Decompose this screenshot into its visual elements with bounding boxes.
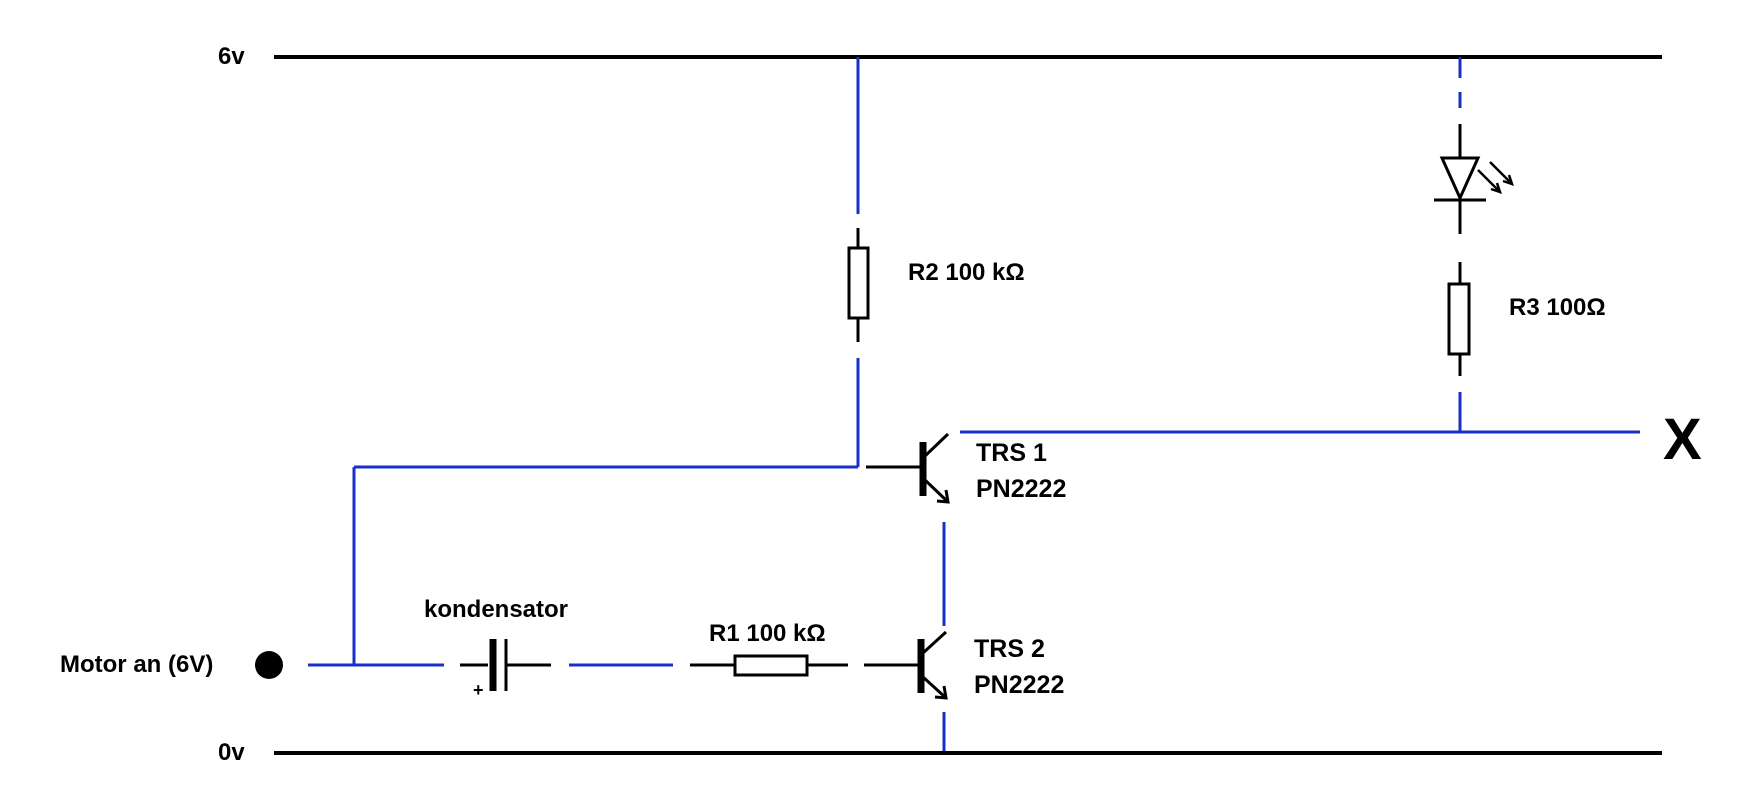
r3-label: R3 100Ω	[1509, 294, 1606, 321]
r3-resistor-symbol	[1447, 282, 1471, 356]
capacitor-polarity: +	[473, 680, 484, 700]
led-r3-branch	[1434, 57, 1514, 432]
trs1-part: PN2222	[976, 475, 1066, 503]
trs2-transistor-symbol	[917, 630, 948, 700]
trs1-transistor-symbol	[866, 432, 950, 504]
r1-label: R1 100 kΩ	[709, 620, 826, 647]
trs2-part: PN2222	[974, 671, 1064, 699]
filled-circle-terminal-icon[interactable]	[255, 651, 283, 679]
rail-0v-label: 0v	[218, 739, 245, 766]
r1-resistor-symbol	[733, 654, 809, 677]
trs2-name: TRS 2	[974, 635, 1045, 663]
r2-resistor-symbol	[847, 246, 870, 320]
r2-branch	[352, 57, 870, 665]
r2-label: R2 100 kΩ	[908, 259, 1025, 286]
capacitor-label: kondensator	[424, 596, 568, 623]
led-icon	[1434, 156, 1514, 202]
output-x-label: X	[1663, 407, 1702, 472]
rail-6v-label: 6v	[218, 43, 245, 70]
trs1-name: TRS 1	[976, 439, 1047, 467]
input-label: Motor an (6V)	[60, 651, 213, 678]
capacitor-symbol	[489, 639, 508, 691]
input-chain	[308, 639, 920, 691]
